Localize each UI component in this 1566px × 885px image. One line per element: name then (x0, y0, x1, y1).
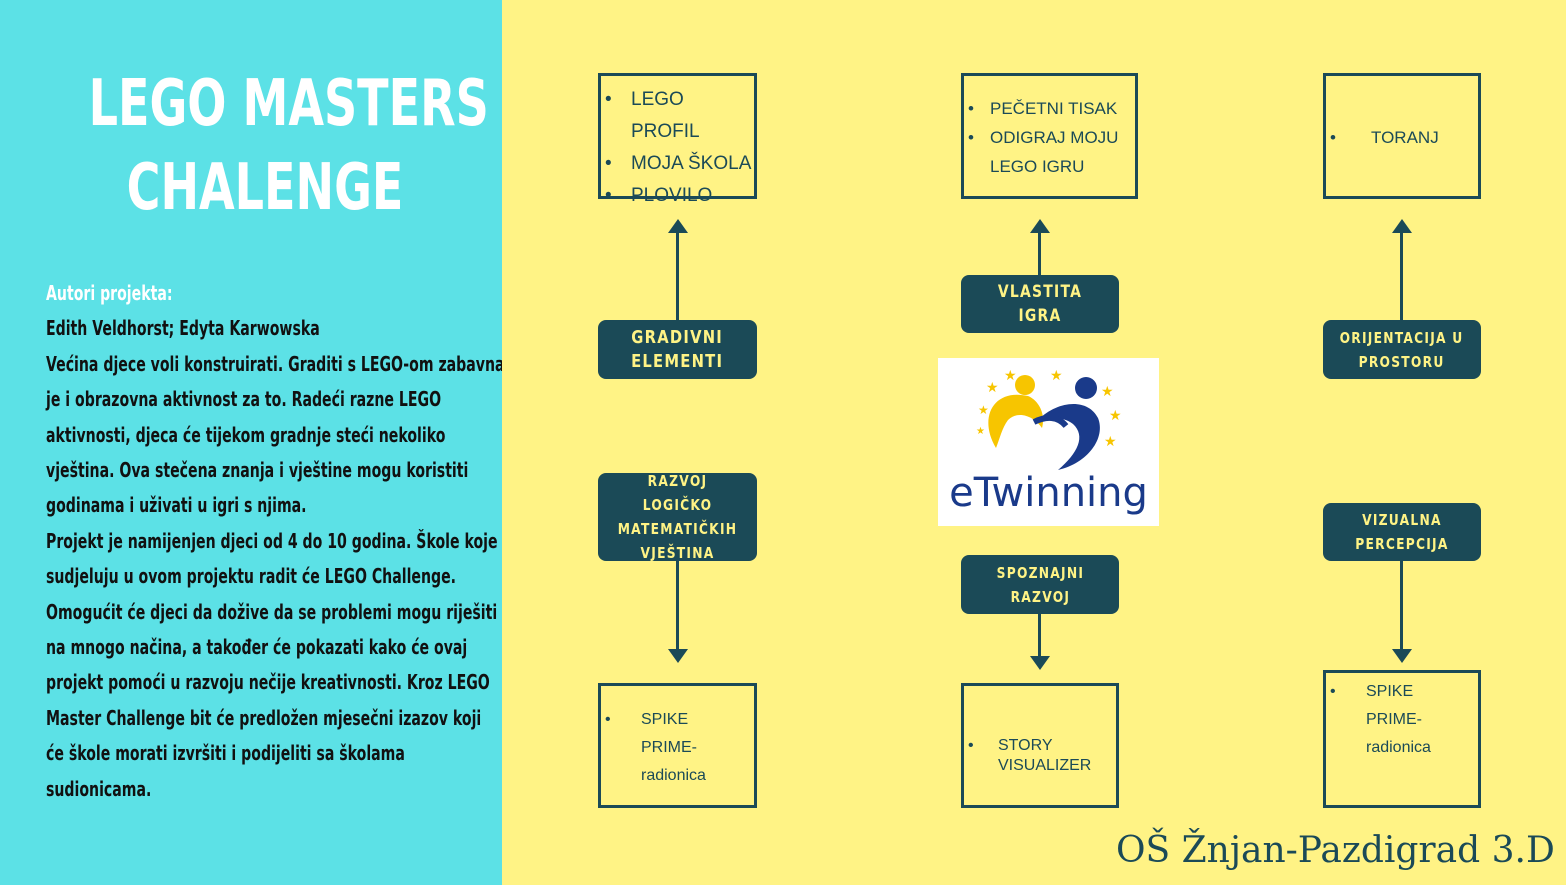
list-item: TORANJ (1326, 126, 1478, 150)
connector-line (676, 561, 679, 651)
svg-text:★: ★ (1109, 407, 1122, 423)
box-bottom-right: SPIKE PRIME-radionica (1323, 670, 1481, 808)
arrow-down-icon (668, 649, 688, 663)
node-gradivni-elementi: GRADIVNI ELEMENTI (598, 320, 757, 379)
list-item: PEČETNI TISAK (964, 94, 1135, 123)
list-item: ODIGRAJ MOJU LEGO IGRU (964, 123, 1135, 181)
svg-text:★: ★ (1104, 433, 1117, 449)
svg-text:★: ★ (1101, 383, 1114, 399)
description-line: Edith Veldhorst; Edyta Karwowska (46, 316, 320, 341)
description-line: sudjeluju u ovom projektu radit će LEGO … (46, 564, 457, 589)
connector-line (1038, 614, 1041, 658)
svg-text:★: ★ (1050, 367, 1063, 383)
etwinning-figures-icon: ★ ★ ★ ★ ★ ★ ★ ★ (976, 367, 1122, 470)
arrow-up-icon (668, 219, 688, 233)
page-title: LEGO MASTERS CHALENGE (88, 62, 489, 230)
connector-line (1400, 232, 1403, 322)
node-orijentacija: ORIJENTACIJA U PROSTORU (1323, 320, 1481, 379)
connector-line (676, 232, 679, 322)
node-label: GRADIVNI ELEMENTI (631, 326, 724, 372)
description-line: vještina. Ova stečena znanja i vještine … (46, 458, 469, 483)
connector-line (1400, 561, 1403, 651)
description-line: Projekt je namijenjen djeci od 4 do 10 g… (46, 528, 498, 553)
box-top-mid: PEČETNI TISAK ODIGRAJ MOJU LEGO IGRU (961, 73, 1138, 199)
description-line: sudionicama. (46, 776, 152, 801)
arrow-down-icon (1392, 649, 1412, 663)
arrow-up-icon (1030, 219, 1050, 233)
description-line: će škole morati izvršiti i podijeliti sa… (46, 741, 405, 766)
etwinning-wordmark: eTwinning (949, 470, 1148, 516)
authors-label: Autori projekta: (46, 281, 173, 305)
description-line: Master Challenge bit će predložen mjeseč… (46, 705, 482, 730)
title-line-2: CHALENGE (126, 151, 404, 225)
title-line-1: LEGO MASTERS (88, 67, 489, 141)
node-razvoj-logicko: RAZVOJ LOGIČKO MATEMATIČKIH VJEŠTINA (598, 472, 757, 562)
node-label: VLASTITA IGRA (997, 282, 1083, 326)
svg-text:★: ★ (1004, 367, 1017, 383)
connector-line (1038, 232, 1041, 276)
svg-text:★: ★ (976, 426, 985, 437)
box-top-right: TORANJ (1323, 73, 1481, 199)
description-line: Omogućit će djeci da dožive da se proble… (46, 599, 498, 624)
description-line: na mnogo načina, a također će pokazati k… (46, 635, 468, 660)
left-panel: LEGO MASTERS CHALENGE Autori projekta: E… (0, 0, 505, 885)
list-item: SPIKE PRIME-radionica (1326, 678, 1478, 762)
list-item: STORY VISUALIZER (964, 736, 1116, 776)
box-bottom-mid: STORY VISUALIZER (961, 683, 1119, 808)
node-label: VIZUALNA PERCEPCIJA (1355, 511, 1449, 553)
svg-text:★: ★ (986, 379, 999, 395)
svg-text:★: ★ (978, 403, 989, 417)
box-bottom-left: SPIKE PRIME-radionica (598, 683, 757, 808)
description-line: projekt pomoći u razvoju nečije kreativn… (46, 670, 490, 695)
node-spoznajni-razvoj: SPOZNAJNI RAZVOJ (961, 555, 1119, 614)
list-item: LEGO PROFIL (601, 84, 754, 148)
list-item: PLOVILO (601, 180, 754, 212)
node-vizualna-percepcija: VIZUALNA PERCEPCIJA (1323, 503, 1481, 561)
node-vlastita-igra: VLASTITA IGRA (961, 275, 1119, 333)
school-footer: OŠ Žnjan-Pazdigrad 3.D (1116, 830, 1555, 871)
node-label: SPOZNAJNI RAZVOJ (996, 563, 1084, 606)
project-description: Autori projekta: Edith Veldhorst; Edyta … (46, 276, 505, 807)
description-line: godinama i uživati u igri s njima. (46, 493, 307, 518)
description-line: Većina djece voli konstruirati. Graditi … (46, 351, 505, 376)
description-line: je i obrazovna aktivnost za to. Radeći r… (46, 387, 442, 412)
arrow-up-icon (1392, 219, 1412, 233)
list-item: MOJA ŠKOLA (601, 148, 754, 180)
list-item: SPIKE PRIME-radionica (601, 706, 754, 790)
box-top-left: LEGO PROFIL MOJA ŠKOLA PLOVILO (598, 73, 757, 212)
arrow-down-icon (1030, 656, 1050, 670)
description-line: aktivnosti, djeca će tijekom gradnje ste… (46, 422, 446, 447)
node-label: ORIJENTACIJA U PROSTORU (1340, 328, 1464, 371)
node-label: RAZVOJ LOGIČKO MATEMATIČKIH VJEŠTINA (617, 472, 738, 562)
etwinning-logo: ★ ★ ★ ★ ★ ★ ★ ★ eTwinning (938, 358, 1159, 526)
